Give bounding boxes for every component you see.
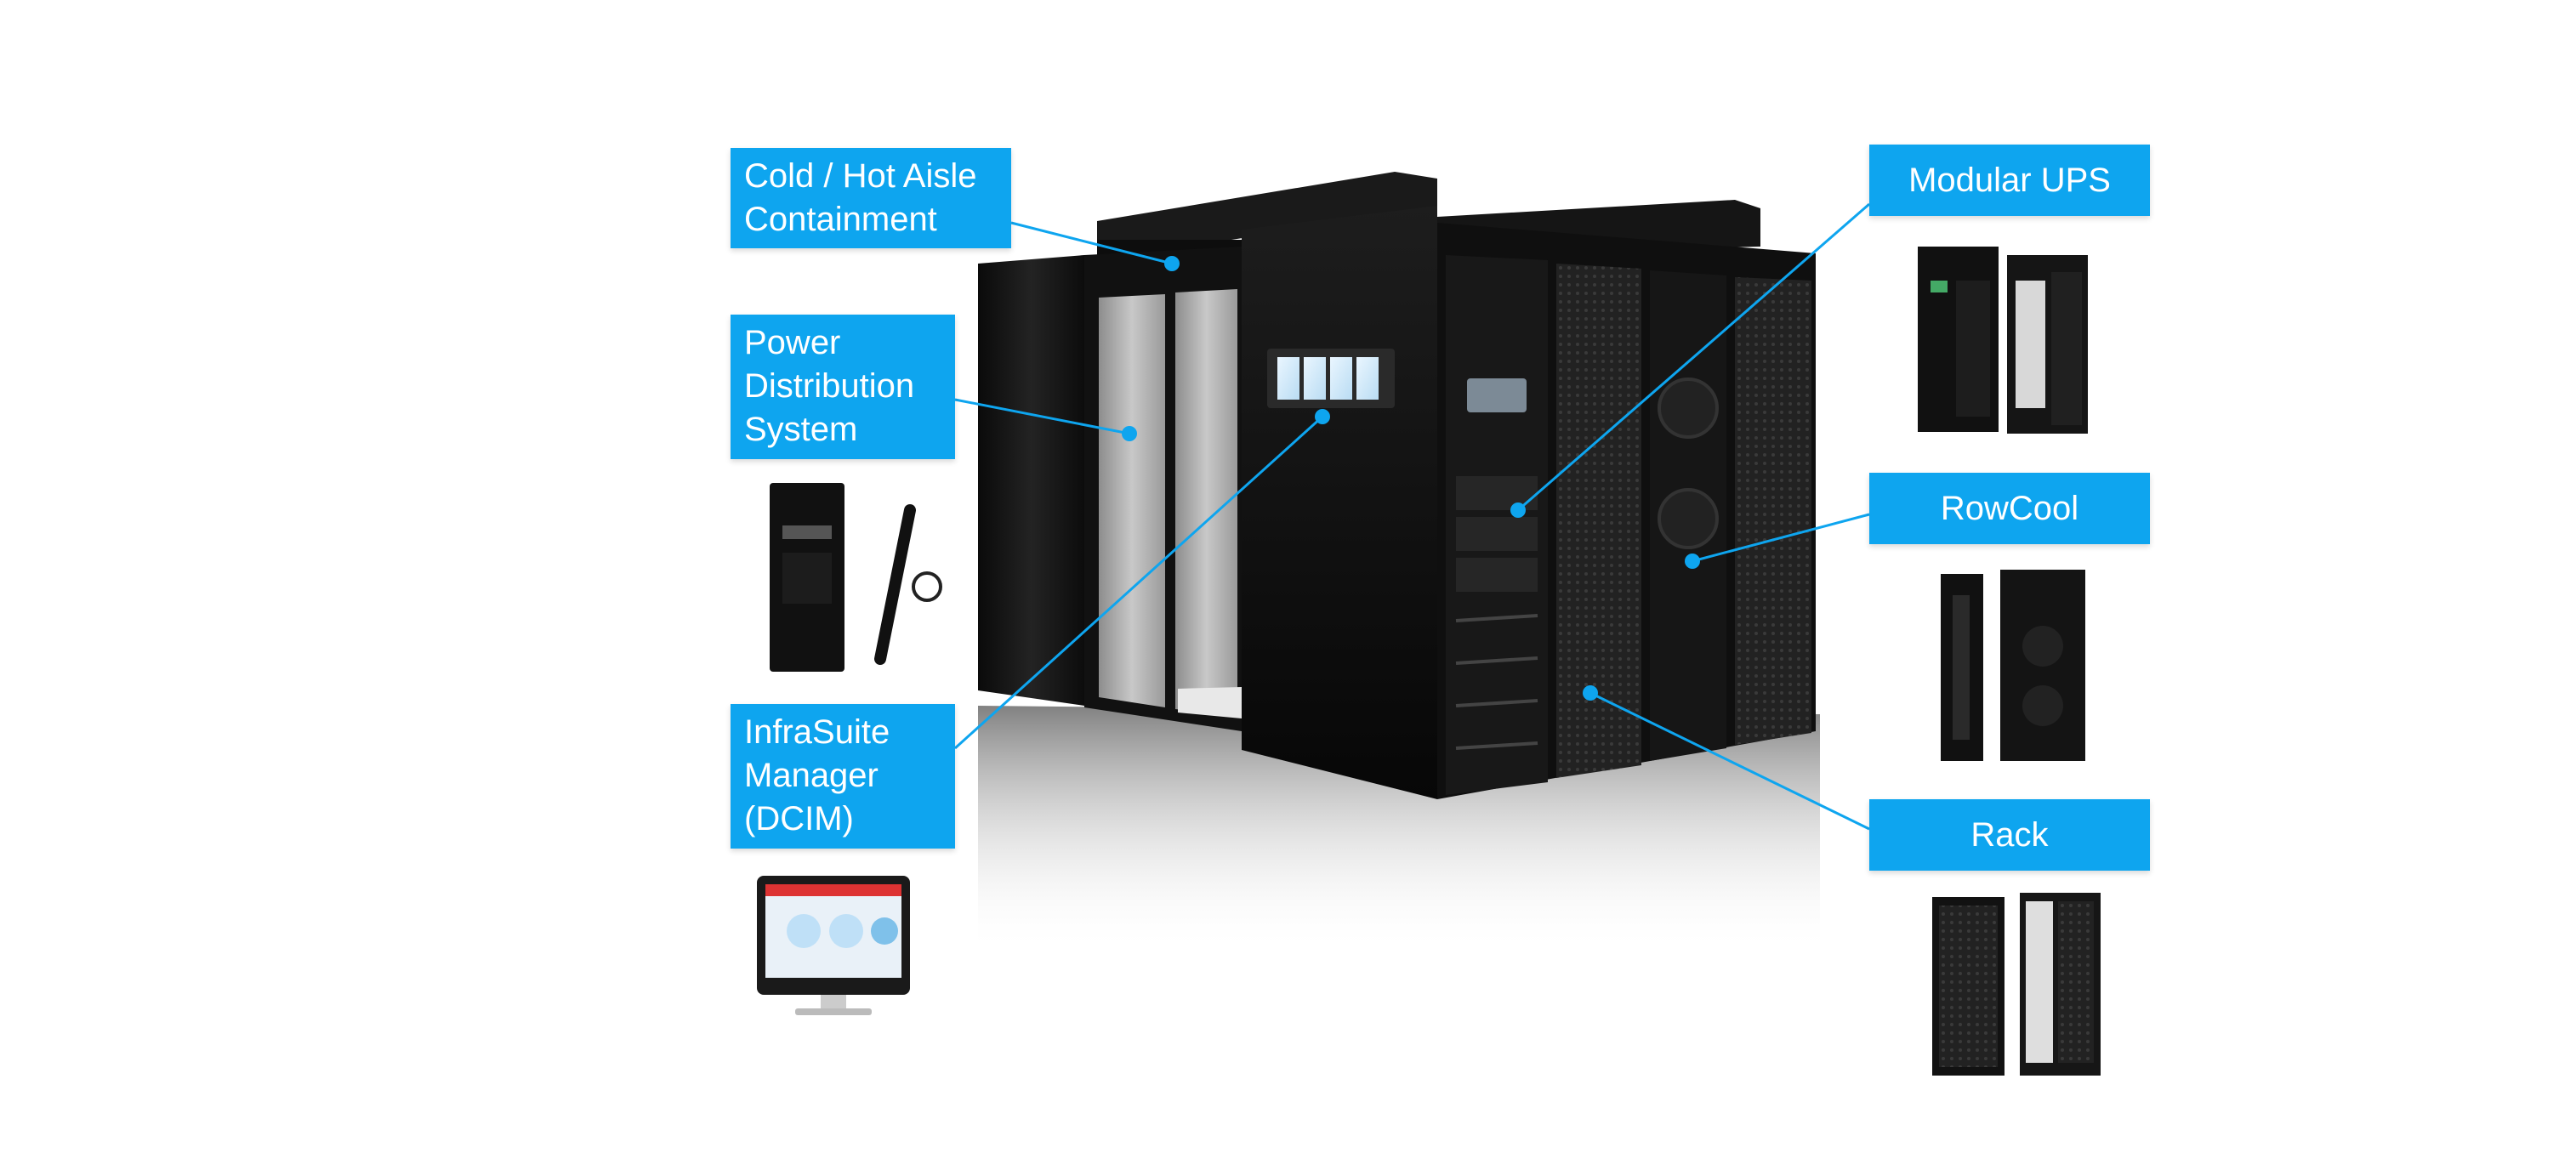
label-line: InfraSuite [744,713,890,751]
rowcool-product-image [1941,570,2085,761]
left-end-cabinet [978,255,1084,706]
connector-dot [1164,256,1180,271]
label-line: Manager [744,757,879,794]
pdu-product-image [770,483,942,672]
dcim-label: InfraSuite Manager (DCIM) [731,704,955,849]
dcim-screen-tile [1277,357,1299,400]
connector-dot [1685,554,1700,569]
label-line: Power [744,324,841,361]
rack-label: Rack [1869,799,2150,871]
label-line: Distribution [744,367,915,405]
rowcool-fan [1658,488,1719,549]
connector-rack [1589,691,1870,831]
dcim-screen-tile [1330,357,1352,400]
connector-power [954,398,1130,435]
ups-slot [1455,699,1538,707]
dcim-screen-tile [1356,357,1379,400]
dcim-monitor-image [757,876,910,1015]
aisle-floor [1178,687,1242,718]
label-line: System [744,411,858,448]
label-line: Containment [744,201,937,238]
rack-product-image [1932,893,2101,1076]
connector-dot [1122,426,1137,441]
connector-dcim [953,415,1324,750]
ups-module [1456,558,1538,592]
containment-label: Cold / Hot Aisle Containment [731,148,1011,248]
modular-ups-label: Modular UPS [1869,145,2150,216]
ups-slot [1455,656,1538,665]
label-line: Cold / Hot Aisle [744,157,977,195]
rack-cabinet [1735,277,1811,745]
aisle-door-right [1175,289,1237,716]
rack-cabinet [1556,264,1641,778]
connectors [953,202,1870,831]
dcim-screen-tile [1304,357,1326,400]
connector-dot [1510,503,1526,518]
connector-ups [1517,202,1870,512]
connector-dot [1583,685,1598,701]
datacenter-pod [978,172,1820,952]
connector-rowcool [1692,513,1870,563]
rowcool-fan [1658,378,1719,439]
ups-slot [1455,741,1538,750]
connector-containment [1010,221,1173,265]
ups-module [1456,517,1538,551]
front-side-panel [1242,206,1437,799]
containment-roof [1097,172,1437,255]
aisle-door-left [1099,294,1165,707]
label-line: (DCIM) [744,800,854,838]
power-distribution-label: Power Distribution System [731,315,955,459]
ups-display [1467,378,1527,412]
ups-slot [1455,614,1538,622]
connector-dot [1315,409,1330,424]
ups-product-image [1918,247,2088,434]
rowcool-label: RowCool [1869,473,2150,544]
